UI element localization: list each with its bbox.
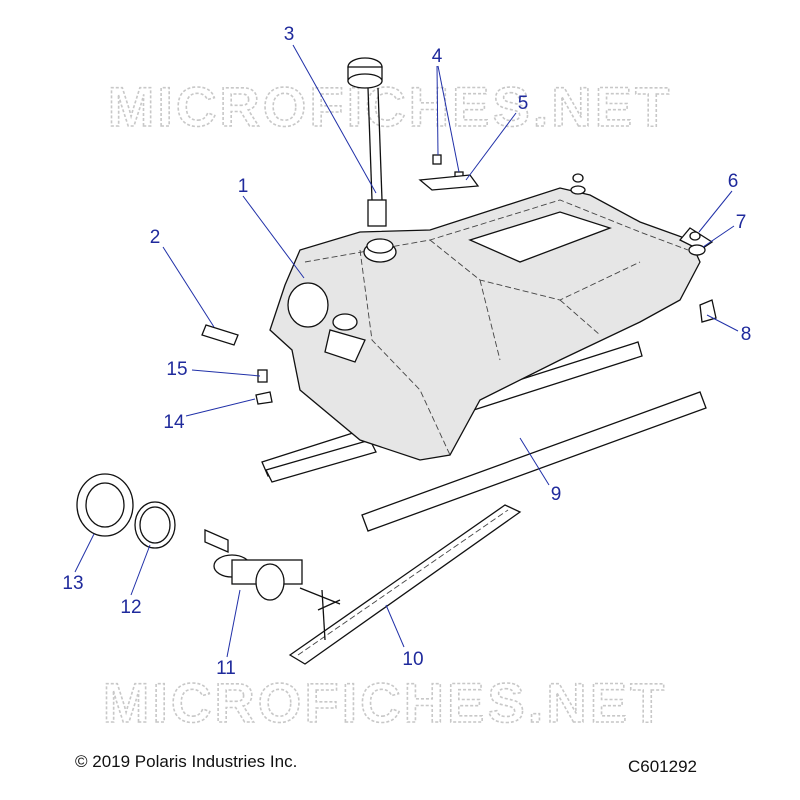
callout-13: 13: [62, 573, 83, 594]
fuel-tank-drawing: [269, 187, 714, 461]
fuel-pump-drawing: [204, 529, 341, 641]
callout-11: 11: [216, 658, 236, 679]
callout-12: 12: [120, 597, 141, 618]
lock-ring-drawing: [76, 473, 134, 537]
seal-ring-drawing: [134, 501, 176, 549]
watermark-bottom: MICROFICHES.NET: [103, 671, 668, 734]
callout-4: 4: [432, 46, 443, 67]
diagram-code: C601292: [628, 757, 697, 776]
callout-5: 5: [518, 93, 529, 114]
fuel-level-sender-drawing: [347, 57, 387, 227]
callout-9: 9: [551, 484, 562, 505]
callout-14: 14: [163, 412, 185, 433]
watermark-top: MICROFICHES.NET: [108, 75, 673, 138]
callout-6: 6: [728, 171, 739, 192]
callout-3: 3: [284, 24, 295, 45]
leader-lines: [74, 44, 739, 658]
callout-2: 2: [150, 227, 161, 248]
copyright-text: © 2019 Polaris Industries Inc.: [75, 752, 297, 771]
callout-1: 1: [238, 176, 249, 197]
hardware-drawing: [201, 154, 717, 405]
callout-7: 7: [736, 212, 747, 233]
callout-15: 15: [166, 359, 187, 380]
callout-8: 8: [741, 324, 752, 345]
strap-pad-drawing: [288, 504, 522, 665]
callout-labels: 1 2 3 4 5 6 7 8 9 10 11 12 13 14 15: [62, 24, 751, 679]
callout-10: 10: [402, 649, 423, 670]
